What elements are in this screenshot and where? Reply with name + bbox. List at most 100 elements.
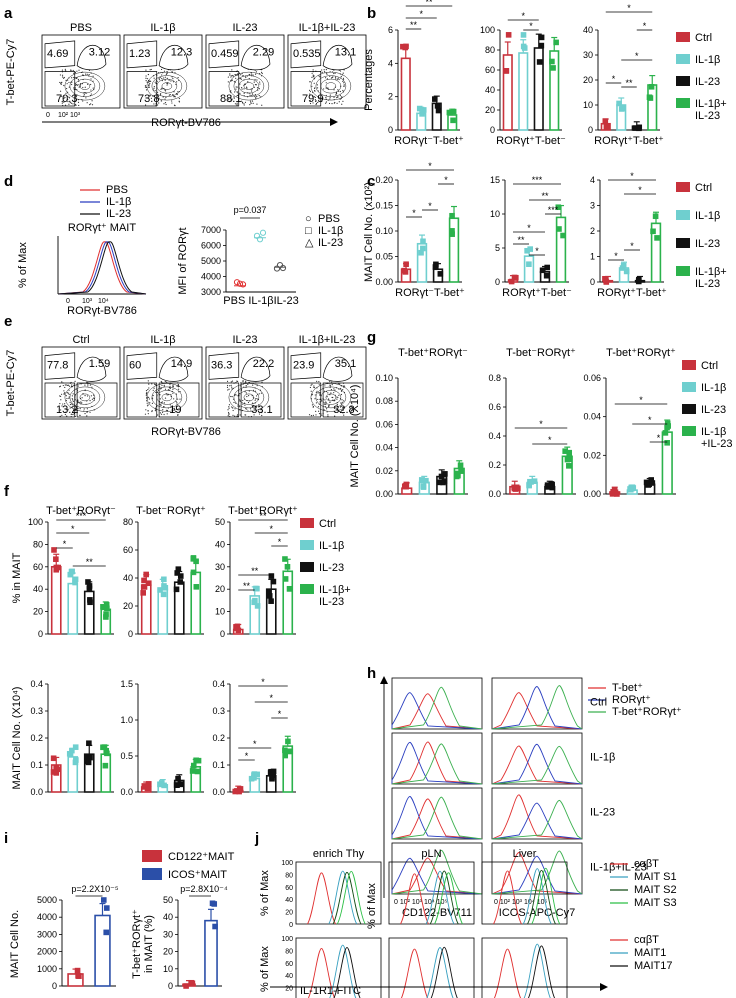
event-dot: [164, 102, 167, 104]
density-contour: [238, 78, 260, 94]
y-tick-label: 0.10: [375, 373, 393, 383]
event-dot: [325, 401, 327, 404]
event-dot: [321, 100, 323, 103]
event-dot: [254, 390, 257, 392]
event-dot: [161, 79, 163, 82]
bar-IL-1β+IL-23: [647, 84, 658, 131]
event-dot: [227, 76, 229, 78]
event-dot: [228, 404, 231, 406]
event-dot: [86, 411, 88, 413]
event-dot: [153, 77, 155, 79]
event-dot: [150, 68, 152, 71]
event-dot: [311, 404, 314, 406]
panel-j-legend-label: MAIT S3: [634, 897, 677, 909]
event-dot: [147, 380, 149, 382]
significance-mark: *: [278, 537, 282, 547]
y-tick-label: 0.15: [375, 201, 393, 211]
event-dot: [253, 81, 255, 83]
event-dot: [321, 99, 323, 101]
event-dot: [343, 85, 345, 88]
y-tick-label: 0.06: [375, 419, 393, 429]
event-dot: [162, 406, 165, 408]
panel-h-legend-label: T-bet⁺: [612, 682, 643, 694]
event-dot: [318, 384, 320, 386]
event-dot: [169, 404, 171, 406]
event-dot: [62, 384, 64, 387]
density-contour: [243, 82, 255, 90]
panel-d-mfi-legend-symbol: ○: [305, 213, 312, 225]
event-dot: [261, 414, 263, 417]
significance-mark: **: [86, 557, 94, 567]
histogram-frame: [295, 937, 382, 998]
event-dot: [329, 75, 331, 77]
density-contour: [310, 383, 352, 412]
event-dot: [255, 71, 258, 73]
flow-plot-frame: [41, 34, 121, 109]
panel-j-ytick: 60: [285, 961, 293, 968]
panel-h-xticks: 0 10² 10³ 10⁴ 10⁵: [394, 899, 447, 906]
panel-c-legend-swatch: [676, 266, 690, 276]
event-dot: [326, 408, 328, 410]
event-dot: [242, 380, 245, 382]
event-dot: [324, 399, 326, 401]
histogram-trace: [491, 743, 583, 785]
event-dot: [232, 414, 234, 416]
data-point: [562, 448, 568, 454]
y-tick-label: 3000: [201, 287, 221, 297]
histogram-trace: [336, 870, 366, 925]
event-dot: [68, 393, 70, 396]
y-tick-label: 1.0: [120, 715, 133, 725]
data-point: [440, 479, 446, 486]
event-dot: [326, 396, 328, 398]
event-dot: [323, 390, 326, 392]
event-dot: [146, 78, 149, 80]
event-dot: [261, 72, 263, 75]
event-dot: [90, 83, 92, 86]
panel-f-ylabel-top: % in MAIT: [11, 552, 23, 603]
panel-j-ytick: 20: [285, 910, 293, 917]
y-tick-label: 80: [485, 45, 495, 55]
y-tick-label: 0.2: [30, 733, 43, 743]
event-dot: [160, 68, 163, 71]
panel-j-ytick: 60: [285, 885, 293, 892]
panel-f-legend-label: IL-1β+: [319, 584, 351, 596]
event-dot: [155, 82, 157, 85]
event-dot: [155, 384, 157, 386]
data-point: [251, 775, 257, 781]
gate-tbet: [126, 352, 158, 380]
event-dot: [71, 395, 73, 397]
event-dot: [339, 70, 342, 72]
data-point: [435, 107, 442, 114]
event-dot: [258, 81, 261, 83]
event-dot: [61, 102, 63, 104]
event-dot: [315, 99, 317, 102]
y-tick-label: 100: [480, 25, 495, 35]
event-dot: [71, 384, 73, 386]
event-dot: [162, 409, 164, 411]
event-dot: [87, 83, 89, 85]
event-dot: [228, 100, 231, 103]
significance-mark: *: [245, 751, 249, 761]
event-dot: [63, 76, 65, 79]
event-dot: [251, 402, 254, 404]
panel-i-legend-label: ICOS⁺MAIT: [168, 869, 227, 881]
panel-e-xlabel: RORγt-BV786: [151, 426, 221, 438]
data-point: [190, 569, 197, 576]
data-point: [449, 212, 455, 219]
event-dot: [318, 392, 320, 394]
event-dot: [227, 389, 229, 391]
panel-j-ytick: 40: [285, 973, 293, 980]
data-point: [648, 83, 655, 90]
data-point: [190, 555, 197, 561]
event-dot: [61, 74, 64, 76]
gate-percent-bl: 79.9: [302, 93, 323, 105]
panel-g-legend-swatch: [682, 404, 696, 414]
event-dot: [178, 388, 180, 390]
data-point: [101, 744, 108, 750]
event-dot: [176, 93, 178, 96]
event-dot: [256, 397, 258, 400]
panel-j-xlabel: IL-1R1-FITC: [300, 985, 361, 997]
gate-rorgt: [158, 382, 200, 418]
data-point: [193, 584, 200, 590]
event-dot: [334, 394, 336, 396]
